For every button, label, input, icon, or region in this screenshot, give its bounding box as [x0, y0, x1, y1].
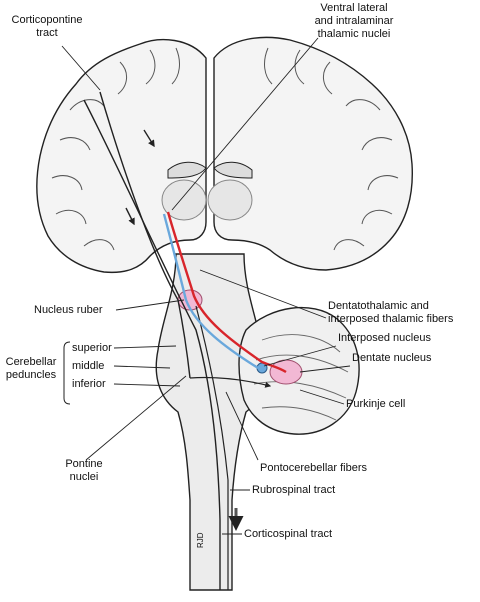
- rubrospinal-path: [195, 305, 229, 590]
- left-thalamus: [161, 179, 207, 221]
- label-pontine-line2: nuclei: [69, 471, 99, 483]
- blue-pathway: [162, 213, 259, 370]
- corticospinal-path: [83, 99, 221, 590]
- left-hemisphere: [36, 38, 207, 274]
- label-peduncle-inferior: inferior: [72, 378, 106, 390]
- peduncles-bracket: [63, 341, 71, 405]
- pathways: [83, 91, 287, 590]
- label-cerebellar-line2: peduncles: [5, 369, 57, 381]
- corticopontine-path: [99, 91, 191, 379]
- right-thalamus: [207, 179, 253, 221]
- right-hemisphere: [213, 36, 414, 271]
- label-dentate-nucleus: Dentate nucleus: [352, 352, 432, 364]
- cerebrum: [36, 36, 414, 274]
- label-thalamic-line1: Ventral lateral: [320, 2, 388, 14]
- pontocerebellar-path: [189, 376, 272, 388]
- label-dentatothalamic-fibers: Dentatothalamic and interposed thalamic …: [328, 300, 453, 326]
- label-thalamic-line2: and intralaminar: [314, 15, 394, 27]
- artist-signature: RJD: [196, 532, 205, 548]
- label-thalamic-line3: thalamic nuclei: [317, 28, 391, 40]
- label-pontocerebellar-fibers: Pontocerebellar fibers: [260, 462, 368, 474]
- deep-structures: [161, 161, 253, 221]
- label-peduncle-middle: middle: [72, 360, 105, 372]
- label-dentatothalamic-line2: interposed thalamic fibers: [328, 313, 454, 325]
- label-peduncle-superior: superior: [72, 342, 112, 354]
- label-pontine-line1: Pontine: [65, 458, 103, 470]
- label-pontine-nuclei: Pontine nuclei: [54, 458, 114, 484]
- label-corticospinal-tract: Corticospinal tract: [244, 528, 333, 540]
- label-interposed-nucleus: Interposed nucleus: [338, 332, 431, 344]
- label-thalamic-nuclei: Ventral lateral and intralaminar thalami…: [300, 2, 408, 41]
- label-corticopontine-tract: Corticopontine tract: [4, 14, 90, 40]
- red-pathway: [166, 211, 287, 374]
- label-corticopontine-line2: tract: [36, 27, 58, 39]
- leader-lines: [61, 37, 351, 535]
- label-cerebellar-peduncles: Cerebellar peduncles: [0, 356, 62, 382]
- label-corticopontine-line1: Corticopontine: [11, 14, 83, 26]
- label-rubrospinal-tract: Rubrospinal tract: [252, 484, 336, 496]
- label-dentatothalamic-line1: Dentatothalamic and: [328, 300, 429, 312]
- label-cerebellar-line1: Cerebellar: [5, 356, 57, 368]
- label-purkinje-cell: Purkinje cell: [346, 398, 406, 410]
- label-nucleus-ruber: Nucleus ruber: [34, 304, 103, 316]
- cortex-folds: [51, 47, 399, 251]
